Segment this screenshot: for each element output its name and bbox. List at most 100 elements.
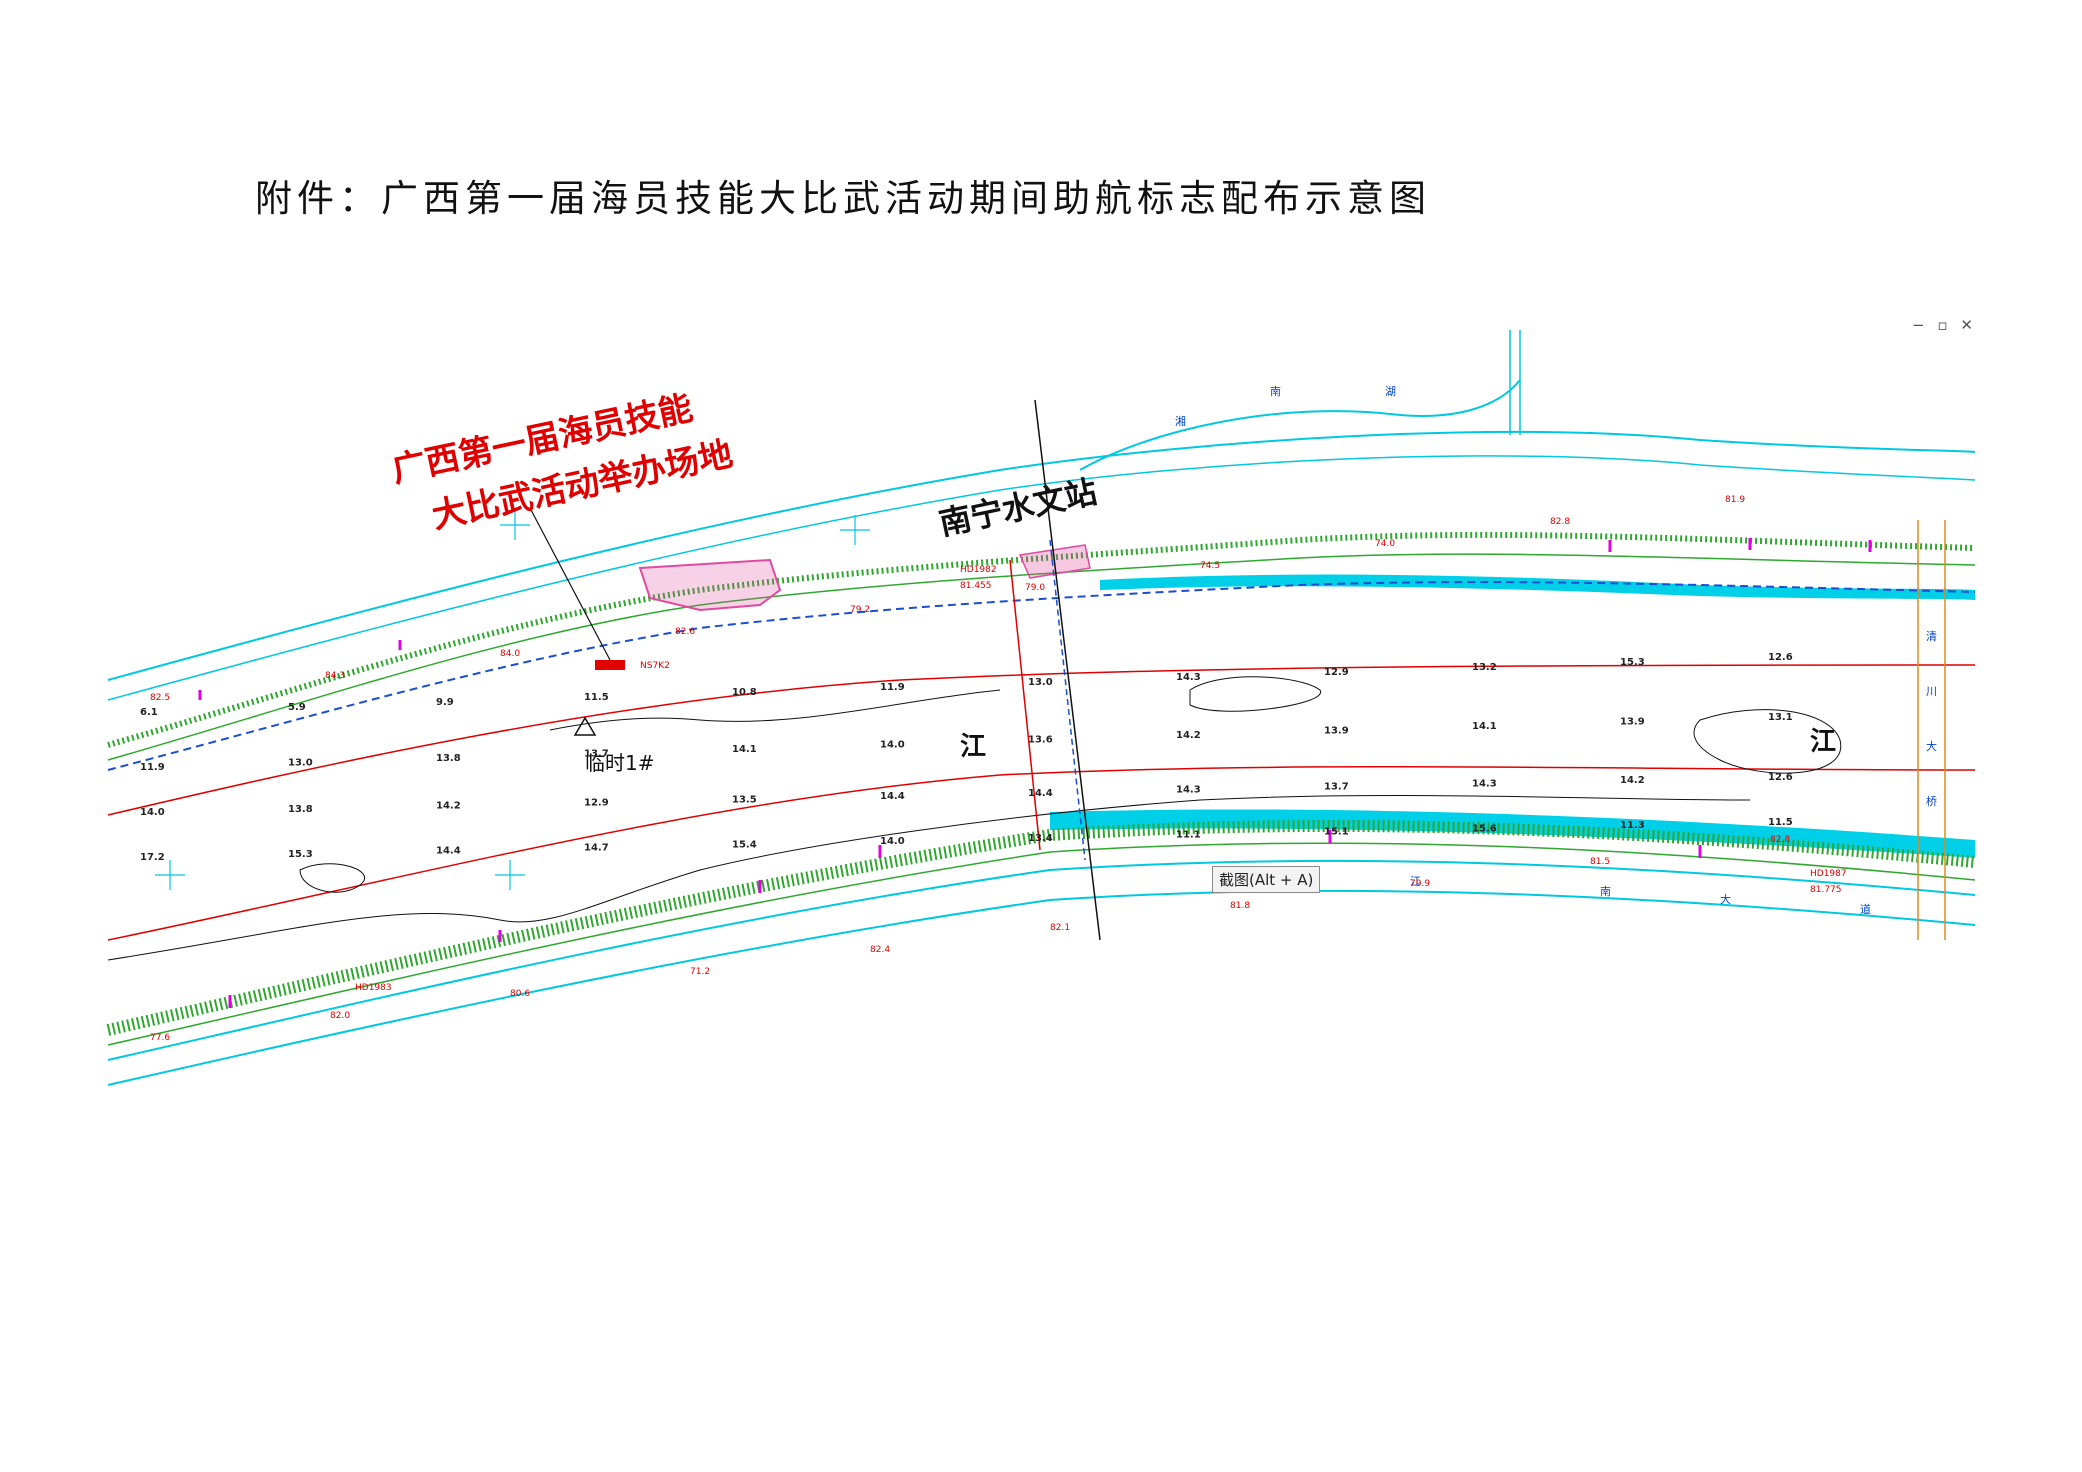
north-bank-line [107,430,1976,681]
depth-value: 11.9 [140,762,165,773]
road-label-char: 道 [1860,902,1871,916]
river-label-nan: 南 [1270,385,1281,398]
depth-value: 5.9 [288,702,306,713]
station-red-line [1009,559,1041,851]
bridge-labels: 清 川 大 桥 [1926,630,1937,808]
station-dashed-line [1049,539,1086,861]
depth-contour-3 [1189,676,1321,712]
depth-contour-1 [107,795,1751,961]
north-cyan-channel [1100,574,1975,600]
temp-buoy-triangle-icon[interactable] [573,716,597,736]
depth-value: 12.6 [1768,772,1793,783]
river-label-jiang-2: 江 [1810,727,1836,757]
south-embankment-edge [107,842,1976,1046]
depth-value: 14.7 [584,842,609,853]
temp-marker-label: 临时1# [585,751,654,775]
depth-value: 14.1 [1472,721,1497,732]
depth-value: 14.1 [732,744,757,755]
depth-value: 14.0 [880,836,905,847]
depth-value: 13.9 [1620,717,1645,728]
elevation-value: 79.9 [1410,879,1430,889]
depth-value: 17.2 [140,852,165,863]
elevation-value: 77.6 [150,1033,170,1043]
depth-value: 13.8 [288,804,313,815]
road-labels: 江 南 大 道 [1410,875,1871,916]
elevation-value: 82.8 [1770,835,1790,845]
bridge-label-char: 桥 [1926,795,1937,808]
depth-value: 14.3 [1176,785,1201,796]
bridge-label-char: 清 [1926,630,1937,643]
elevation-value: 82.6 [675,627,695,637]
depth-value: 14.3 [1176,672,1201,683]
bridge-label-char: 大 [1926,739,1937,753]
depth-contour-2 [549,689,1001,731]
elevation-value: 74.5 [1200,561,1220,571]
elevation-value: 82.4 [870,945,890,955]
elevation-value: 84.3 [325,671,345,681]
elevation-value: 82.5 [150,693,170,703]
buoy-label[interactable]: 81.775 [1810,885,1842,895]
depth-value: 13.0 [1028,677,1053,688]
buoy-label[interactable]: NS7K2 [640,661,670,671]
depth-value: 11.5 [584,692,609,703]
depth-value: 11.5 [1768,817,1793,828]
depth-value: 15.3 [1620,657,1645,668]
depth-value: 14.4 [1028,788,1053,799]
depth-value: 13.7 [1324,782,1349,793]
depth-value: 11.9 [880,682,905,693]
depth-value: 9.9 [436,697,454,708]
south-red-line [107,765,1976,941]
venue-leader-line [529,507,611,661]
document-title: 附件：广西第一届海员技能大比武活动期间助航标志配布示意图 [255,177,1431,220]
depth-contour-5 [299,863,366,893]
depth-value: 12.9 [1324,667,1349,678]
depth-value: 13.8 [436,753,461,764]
depth-value: 11.3 [1620,820,1645,831]
depth-value: 13.7 [584,748,609,759]
depth-value: 12.9 [584,797,609,808]
depth-value: 13.9 [1324,726,1349,737]
depth-value: 12.6 [1768,652,1793,663]
venue-vessel-icon[interactable] [595,660,625,670]
station-section-line [1034,399,1101,941]
channel-center-line [107,664,1976,816]
channel-limit-north [107,581,1976,771]
elevation-value: 81.9 [1725,495,1745,505]
buoy-label[interactable]: 81.455 [960,581,992,591]
river-label-jiang-1: 江 [960,732,986,762]
road-label-char: 江 [1410,875,1421,888]
buoy-label[interactable]: HD1983 [355,983,392,993]
depth-value: 15.4 [732,839,757,850]
minimize-icon[interactable]: − [1912,316,1929,334]
restore-icon[interactable]: ▫ [1937,316,1952,334]
depth-value: 13.6 [1028,735,1053,746]
depth-value: 10.8 [732,687,757,698]
survey-crosshairs [155,510,870,890]
road-label-char: 大 [1720,892,1731,906]
north-embankment [107,531,1976,748]
embankment-marks [198,538,1872,1008]
lake-label-xiang: 湘 [1175,414,1186,428]
buoy-label[interactable]: HD1987 [1810,869,1847,879]
elevation-value: 74.0 [1375,539,1395,549]
north-bank-line-inner [107,455,1976,701]
window-controls: − ▫ ✕ [1912,316,1977,334]
depth-value: 15.6 [1472,823,1497,834]
depth-value: 14.2 [1176,730,1201,741]
buoy-label[interactable]: HD1982 [960,565,997,575]
depth-value: 14.2 [436,801,461,812]
bridge-label-char: 川 [1926,685,1937,698]
elevation-value: 79.0 [1025,583,1045,593]
elevation-value: 82.0 [330,1011,350,1021]
close-icon[interactable]: ✕ [1960,316,1977,334]
depth-value: 13.0 [288,757,313,768]
bank-elevations: 82.584.384.082.679.279.074.574.082.881.9… [150,495,1790,1043]
venue-area[interactable] [638,558,782,612]
depth-value: 14.0 [140,807,165,818]
depth-value: 13.4 [1028,833,1053,844]
depth-value: 14.4 [880,791,905,802]
depth-value: 6.1 [140,707,158,718]
